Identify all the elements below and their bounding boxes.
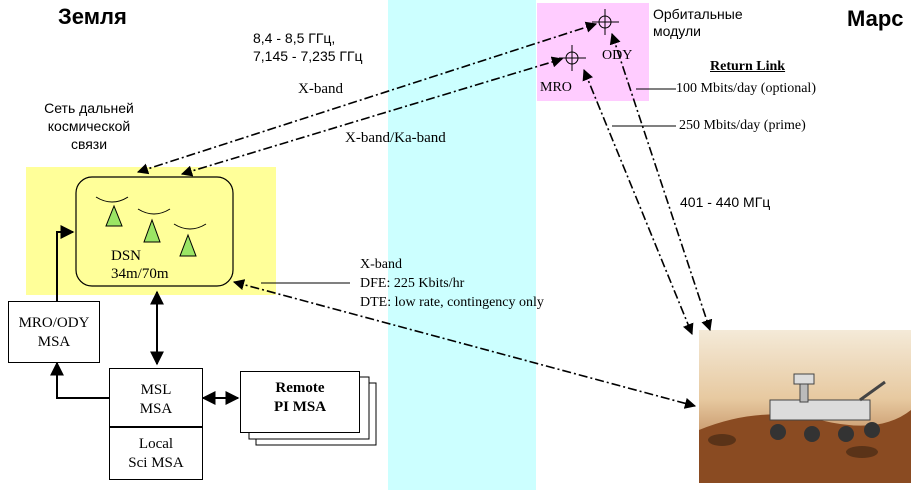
mro-label: MRO <box>540 80 572 95</box>
rover-image <box>699 330 911 483</box>
msl-to-mroody-arrow <box>50 361 110 399</box>
local-sci-msa-label: Local Sci MSA <box>128 436 184 471</box>
xband-label: X-band <box>298 81 343 97</box>
dte-link-arrow <box>232 279 697 409</box>
uhf-frequency-label: 401 - 440 МГц <box>680 194 771 210</box>
ody-uhf-arrow <box>609 32 713 332</box>
frequency-label: 8,4 - 8,5 ГГц, 7,145 - 7,235 ГГц <box>253 30 363 64</box>
return-link-prime: 250 Mbits/day (prime) <box>679 118 806 133</box>
xka-band-label: X-band/Ka-band <box>345 130 446 146</box>
msl-msa-label: MSL MSA <box>139 382 173 417</box>
mro-ody-msa-box <box>8 301 100 363</box>
dsn-box <box>75 176 234 287</box>
antenna-icon <box>95 196 207 257</box>
return-link-optional: 100 Mbits/day (optional) <box>676 81 816 96</box>
remote-pi-msa-box <box>240 371 360 433</box>
mars-title: Марс <box>847 6 904 31</box>
mroody-to-dsn-arrow <box>56 225 75 302</box>
mro-uhf-arrow <box>582 68 694 336</box>
remote-pi-msa-label: Remote PI MSA <box>273 380 327 415</box>
direct-link-label: X-band DFE: 225 Kbits/hr DTE: low rate, … <box>360 257 544 310</box>
dsn-size: 34m/70m <box>111 266 169 282</box>
ody-label: ODY <box>602 48 633 63</box>
earth-title: Земля <box>58 4 127 29</box>
dsn-network-label: Сеть дальней космической связи <box>44 100 134 152</box>
mro-ody-msa-label: MRO/ODY MSA <box>18 315 90 350</box>
orbiters-label: Орбитальные модули <box>653 6 743 39</box>
xka-link-arrow <box>180 56 564 177</box>
return-link-title: Return Link <box>710 59 786 74</box>
dsn-name: DSN <box>111 248 142 264</box>
msl-msa-box <box>109 368 203 427</box>
local-sci-msa-box <box>109 427 203 480</box>
